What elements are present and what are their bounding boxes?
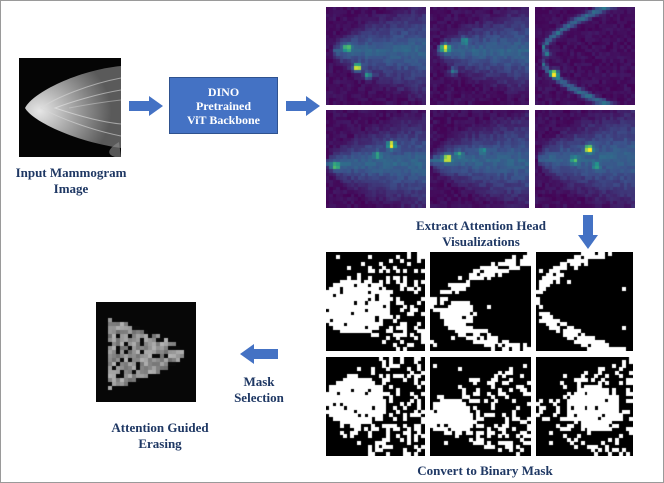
attention-map: [430, 7, 529, 105]
attention-map: [326, 110, 426, 208]
erasing-caption-line-1: Attention Guided: [111, 420, 209, 435]
binary-mask: [536, 252, 633, 351]
binary-caption-line: Convert to Binary Mask: [417, 463, 553, 478]
erased-mammogram-image: [96, 302, 196, 402]
mask-selection-caption: Mask Selection: [223, 374, 295, 406]
attention-caption: Extract Attention Head Visualizations: [397, 218, 565, 250]
arrow-right-icon: [286, 96, 320, 116]
input-caption: Input Mammogram Image: [1, 165, 141, 197]
input-mammogram-image: [19, 58, 121, 157]
attention-caption-line-1: Extract Attention Head: [416, 218, 546, 233]
attention-map: [430, 110, 529, 208]
attention-caption-line-2: Visualizations: [442, 234, 520, 249]
mask-selection-line-2: Selection: [234, 390, 284, 405]
dino-box-line-3: ViT Backbone: [186, 112, 261, 127]
attention-map: [535, 7, 635, 105]
arrow-down-icon: [578, 215, 598, 249]
arrow-right-icon: [129, 96, 163, 116]
dino-box-line-1: DINO: [207, 84, 240, 99]
arrow-left-icon: [240, 344, 278, 364]
dino-box-line-2: Pretrained: [195, 98, 252, 113]
binary-mask: [430, 357, 531, 456]
input-caption-line-1: Input Mammogram: [15, 165, 127, 180]
mask-selection-line-1: Mask: [243, 374, 275, 389]
binary-caption: Convert to Binary Mask: [395, 463, 575, 479]
erasing-caption: Attention Guided Erasing: [85, 420, 235, 452]
erasing-caption-line-2: Erasing: [138, 436, 182, 451]
attention-map: [326, 7, 426, 105]
input-caption-line-2: Image: [53, 181, 89, 196]
binary-mask: [430, 252, 531, 351]
binary-mask: [326, 252, 425, 351]
dino-backbone-box: DINO Pretrained ViT Backbone: [169, 77, 278, 134]
binary-mask: [326, 357, 425, 456]
binary-mask: [536, 357, 633, 456]
attention-map: [535, 110, 635, 208]
